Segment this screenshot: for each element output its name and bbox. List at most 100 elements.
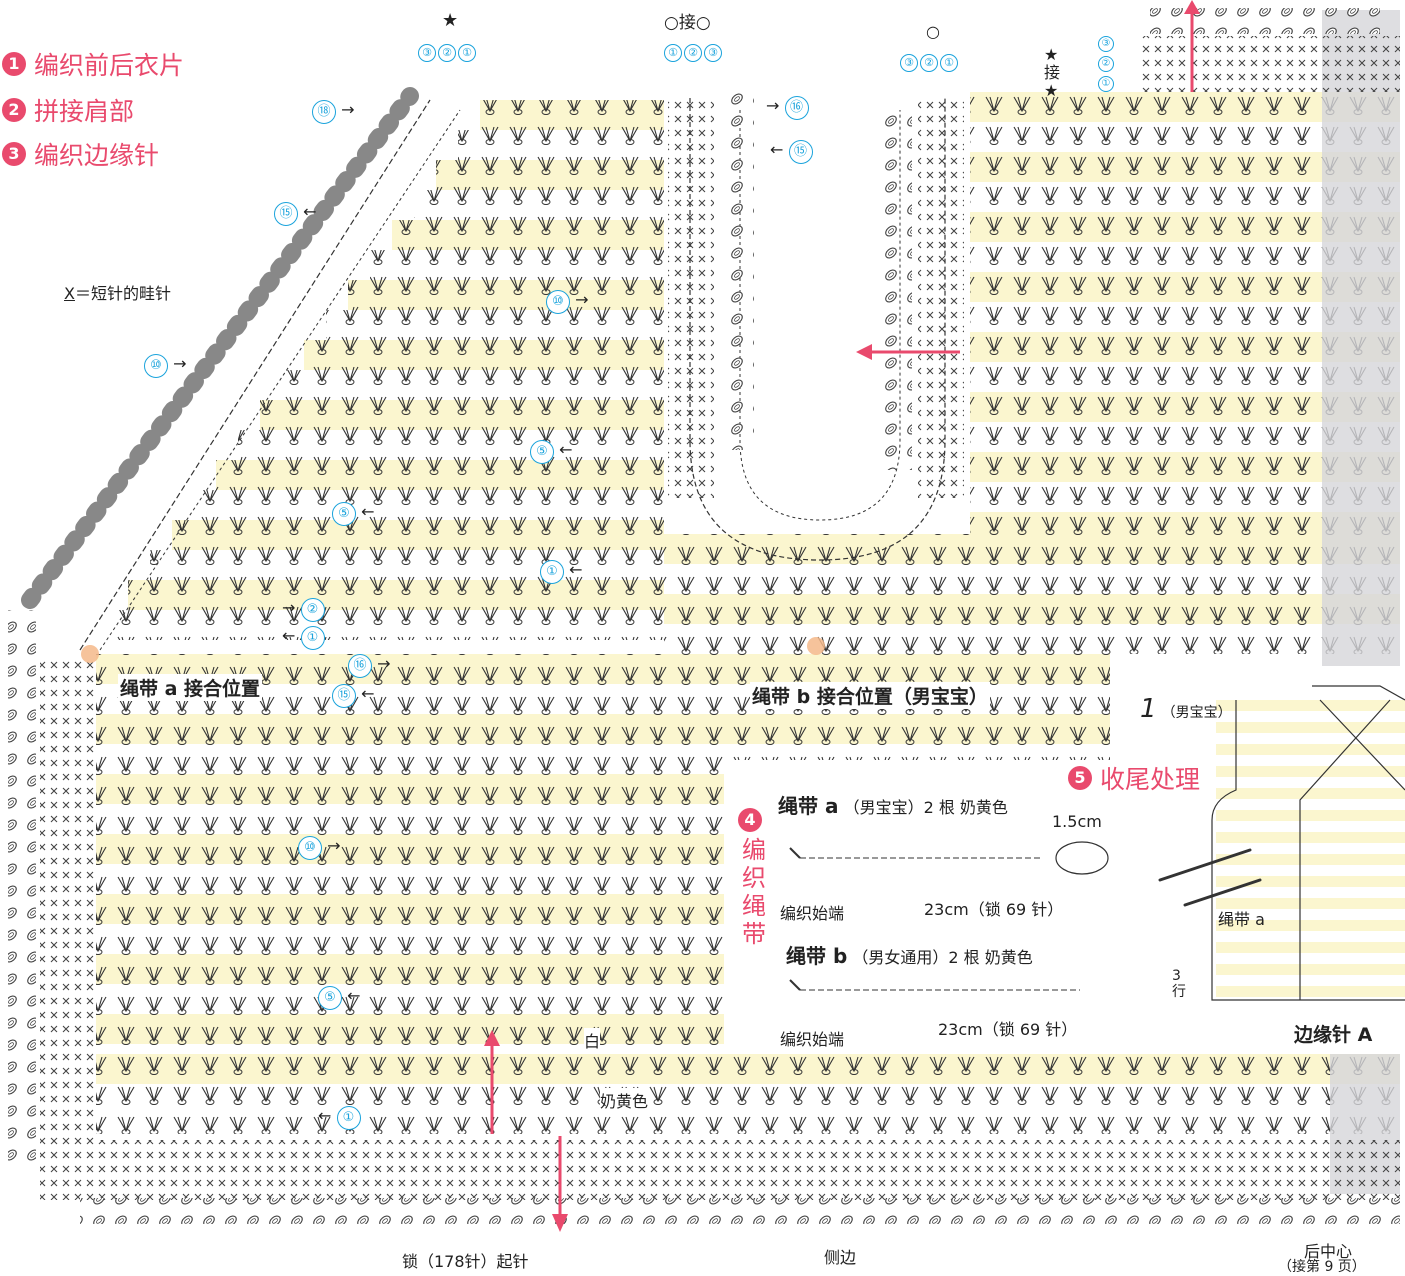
stitch-row-pattern <box>238 430 664 460</box>
tie-b-title: 绳带 b <box>786 944 848 968</box>
finish-edge-label: 边缘针 A <box>1294 1024 1373 1046</box>
garment-stripe <box>1216 788 1405 799</box>
garment-stripe <box>1216 700 1405 711</box>
stitch-row-pattern <box>150 550 664 580</box>
garment-stripe <box>1216 854 1405 865</box>
stitch-row-pattern <box>348 280 664 310</box>
row-16-marker-top: → ⑯ <box>766 96 809 120</box>
rownum: ③ <box>704 44 722 62</box>
top-rownums-right: ③ ② ① <box>900 54 958 72</box>
step-3-heading: 3 编织边缘针 <box>2 136 159 172</box>
pink-arrow-bottom-head <box>552 1214 568 1232</box>
step-1-number: 1 <box>2 52 26 76</box>
finish-figure-note: （男宝宝） <box>1161 705 1232 721</box>
legend-symbol: X <box>64 284 75 303</box>
back-center-label: 后中心 <box>1304 1242 1353 1261</box>
stitch-row-pattern <box>96 1054 1400 1084</box>
stitch-row-pattern <box>304 340 664 370</box>
star-join-mark: ★接★ <box>1044 45 1061 100</box>
leaf-edge-top-right <box>1150 8 1380 34</box>
finish-figure-heading: 1 （男宝宝） <box>1140 694 1232 724</box>
stitch-row-pattern <box>194 490 664 520</box>
row-15-marker-top: ← ⑮ <box>770 140 813 164</box>
tie-a-size: 1.5cm <box>1052 812 1102 831</box>
stitch-row-pattern <box>96 1014 724 1044</box>
garment-stripe <box>1216 810 1405 821</box>
rownum: ② <box>1098 56 1114 72</box>
tie-a-dot <box>81 645 99 663</box>
leaf-edge-neck-right <box>880 110 912 470</box>
stitch-row-pattern <box>96 894 724 924</box>
step-4-badge: 4 <box>738 808 762 832</box>
garment-stripe <box>1216 964 1405 975</box>
stitch-row-pattern <box>664 624 1400 654</box>
tie-b-dot <box>807 637 825 655</box>
garment-stripe <box>1216 898 1405 909</box>
row-10-marker-body: ⑩ → <box>298 836 341 860</box>
garment-outline <box>1211 700 1405 1001</box>
rownum: ① <box>664 44 682 62</box>
rownum: ① <box>1098 76 1114 92</box>
tie-a-start: 编织始端 <box>780 904 845 923</box>
row-5-marker-mid: ⑤ ← <box>530 440 573 464</box>
tie-b-start-mark <box>789 979 801 991</box>
star-mark: ★ <box>442 10 459 31</box>
step-5-number: 5 <box>1068 766 1092 790</box>
stitch-row-pattern <box>96 1084 1400 1114</box>
rownum: ② <box>920 54 938 72</box>
leaf-edge-diagonal <box>21 87 419 609</box>
stitch-row-pattern <box>664 594 1400 624</box>
step-1-text: 编织前后衣片 <box>34 51 185 80</box>
row-15-marker-left: ⑮ ← <box>274 202 317 226</box>
circle-join-mark: ○接○ <box>664 13 711 33</box>
row-18-marker: ⑱ → <box>312 100 355 124</box>
rownum: ② <box>438 44 456 62</box>
edge-sc-bottom <box>96 1140 1400 1200</box>
tie-b-position-label: 绳带 b 接合位置（男宝宝） <box>750 682 990 709</box>
stitch-row-pattern <box>260 400 664 430</box>
ties-panel-bg <box>730 760 1120 1050</box>
step-2-number: 2 <box>2 98 26 122</box>
rownum: ③ <box>1098 36 1114 52</box>
legend: X＝短针的畦针 <box>64 280 171 304</box>
row-1-marker-mid: ① ← <box>540 560 583 584</box>
pink-arrow-body-head <box>484 1030 500 1046</box>
tie-b-start: 编织始端 <box>780 1030 845 1049</box>
diagonal-edge-inner <box>99 109 461 651</box>
stitch-row-pattern <box>392 220 664 250</box>
row-5-marker-body: ⑤ ← <box>318 986 361 1010</box>
stitch-row-pattern <box>664 564 1400 594</box>
leaf-edge-neck-left <box>722 90 754 450</box>
neck-curve <box>689 98 946 561</box>
tie-a-detail: （男宝宝）2 根 奶黄色 <box>843 798 1008 817</box>
edge-sc-left <box>40 660 96 1200</box>
garment-stripe <box>1216 986 1405 997</box>
circle-mark: ○ <box>926 22 940 41</box>
stitch-row-pattern <box>96 834 724 864</box>
stitch-row-pattern <box>96 774 724 804</box>
tie-a-start-mark <box>789 847 801 859</box>
garment-stripe <box>1216 766 1405 777</box>
garment-stripe <box>1216 942 1405 953</box>
diagonal-edge <box>79 99 431 651</box>
rownum: ① <box>458 44 476 62</box>
cream-color-label: 奶黄色 <box>600 1088 649 1112</box>
garment-neck <box>1312 685 1405 701</box>
edge-sc-neck-right <box>918 98 964 498</box>
tie-b-detail: （男女通用）2 根 奶黄色 <box>852 948 1033 967</box>
rownum: ① <box>940 54 958 72</box>
stitch-row-pattern <box>128 580 664 610</box>
step-5-heading: 5 收尾处理 <box>1068 760 1200 796</box>
start-chain-label: 锁（178针）起针 <box>402 1252 529 1271</box>
row-1-marker-left: ← ① <box>282 626 325 650</box>
garment-stripe <box>1216 920 1405 931</box>
top-rownums-far-right: ③ ② ① <box>1098 36 1114 92</box>
stitch-row-pattern <box>110 610 664 640</box>
back-center-strip-top <box>1322 10 1400 666</box>
stitch-row-pattern <box>96 654 1110 684</box>
side-label: 侧边 <box>824 1248 857 1267</box>
stitch-row-pattern <box>480 100 664 130</box>
stitch-row-pattern <box>326 310 664 340</box>
